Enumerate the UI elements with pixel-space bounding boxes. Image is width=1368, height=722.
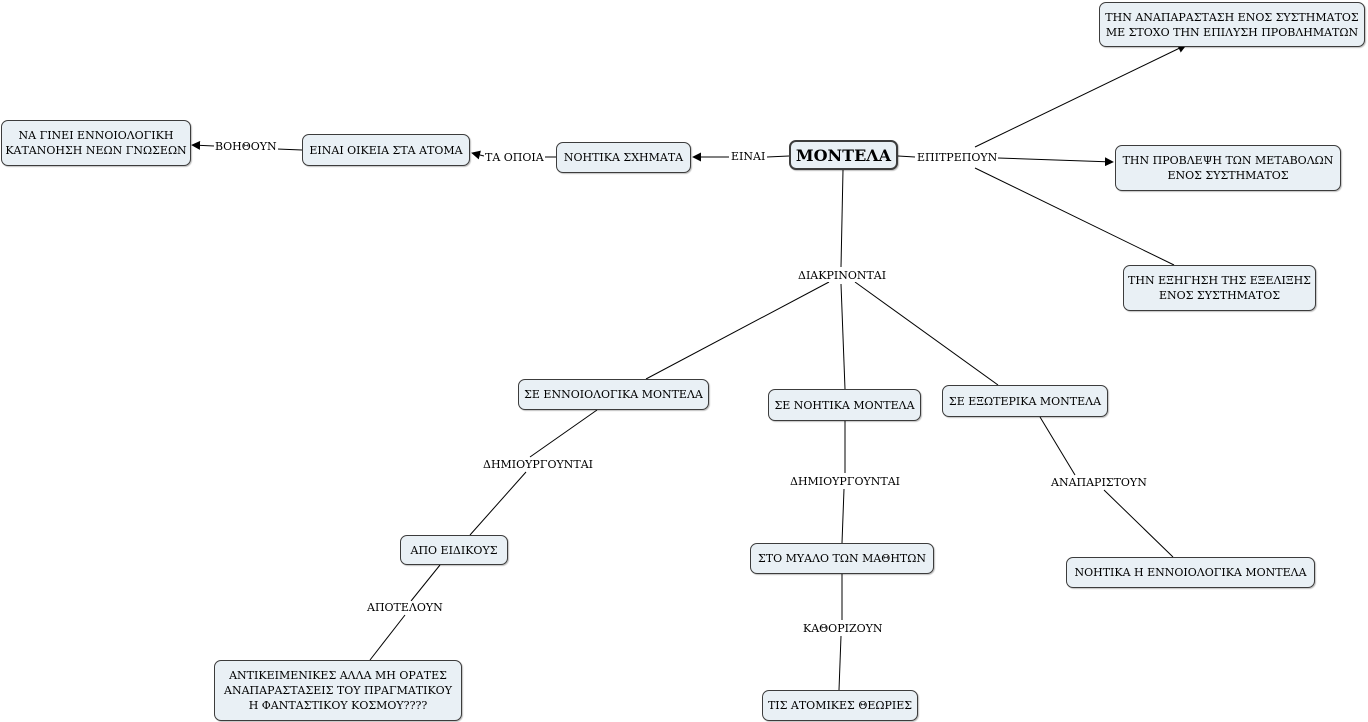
node-by-experts[interactable]: ΑΠΟ ΕΙΔΙΚΟΥΣ	[400, 535, 508, 565]
node-external-models[interactable]: ΣΕ ΕΞΩΤΕΡΙΚΑ ΜΟΝΤΕΛΑ	[942, 385, 1108, 417]
link-represent: ΑΝΑΠΑΡΙΣΤΟΥΝ	[1050, 476, 1148, 489]
link-created-in-mind: ΔΗΜΙΟΥΡΓΟΥΝΤΑΙ	[789, 475, 901, 488]
node-objective-representations[interactable]: ΑΝΤΙΚΕΙΜΕΝΙΚΕΣ ΑΛΛΑ ΜΗ ΟΡΑΤΕΣ ΑΝΑΠΑΡΑΣΤΑ…	[214, 660, 462, 721]
link-created-by-experts: ΔΗΜΙΟΥΡΓΟΥΝΤΑΙ	[482, 458, 594, 471]
node-system-representation[interactable]: ΤΗΝ ΑΝΑΠΑΡΑΣΤΑΣΗ ΕΝΟΣ ΣΥΣΤΗΜΑΤΟΣ ΜΕ ΣΤΟΧ…	[1099, 2, 1365, 47]
link-constitute: ΑΠΟΤΕΛΟΥΝ	[366, 601, 444, 614]
link-help: ΒΟΗΘΟΥΝ	[214, 140, 278, 153]
node-models[interactable]: ΜΟΝΤΕΛΑ	[789, 140, 898, 170]
link-distinguished: ΔΙΑΚΡΙΝΟΝΤΑΙ	[797, 269, 888, 282]
node-mental-or-conceptual-models[interactable]: ΝΟΗΤΙΚΑ Η ΕΝΝΟΙΟΛΟΓΙΚΑ ΜΟΝΤΕΛΑ	[1066, 557, 1315, 588]
node-familiar-to-people[interactable]: ΕΙΝΑΙ ΟΙΚΕΙΑ ΣΤΑ ΑΤΟΜΑ	[302, 134, 470, 166]
link-allow: ΕΠΙΤΡΕΠΟΥΝ	[916, 151, 999, 164]
node-mental-models[interactable]: ΣΕ ΝΟΗΤΙΚΑ ΜΟΝΤΕΛΑ	[768, 389, 921, 421]
node-students-mind[interactable]: ΣΤΟ ΜΥΑΛΟ ΤΩΝ ΜΑΘΗΤΩΝ	[750, 543, 934, 574]
node-individual-theories[interactable]: ΤΙΣ ΑΤΟΜΙΚΕΣ ΘΕΩΡΙΕΣ	[762, 690, 918, 721]
node-mental-schemas[interactable]: ΝΟΗΤΙΚΑ ΣΧΗΜΑΤΑ	[556, 142, 691, 173]
link-which: ΤΑ ΟΠΟΙΑ	[484, 151, 545, 164]
node-evolution-explanation[interactable]: ΤΗΝ ΕΞΗΓΗΣΗ ΤΗΣ ΕΞΕΛΙΞΗΣ ΕΝΟΣ ΣΥΣΤΗΜΑΤΟΣ	[1123, 265, 1316, 311]
node-conceptual-understanding[interactable]: ΝΑ ΓΙΝΕΙ ΕΝΝΟΙΟΛΟΓΙΚΗ ΚΑΤΑΝΟΗΣΗ ΝΕΩΝ ΓΝΩ…	[1, 120, 191, 166]
link-are: ΕΙΝΑΙ	[730, 150, 767, 163]
node-change-prediction[interactable]: ΤΗΝ ΠΡΟΒΛΕΨΗ ΤΩΝ ΜΕΤΑΒΟΛΩΝ ΕΝΟΣ ΣΥΣΤΗΜΑΤ…	[1115, 145, 1341, 191]
node-conceptual-models[interactable]: ΣΕ ΕΝΝΟΙΟΛΟΓΙΚΑ ΜΟΝΤΕΛΑ	[518, 379, 709, 410]
link-determine: ΚΑΘΟΡΙΖΟΥΝ	[802, 622, 884, 635]
